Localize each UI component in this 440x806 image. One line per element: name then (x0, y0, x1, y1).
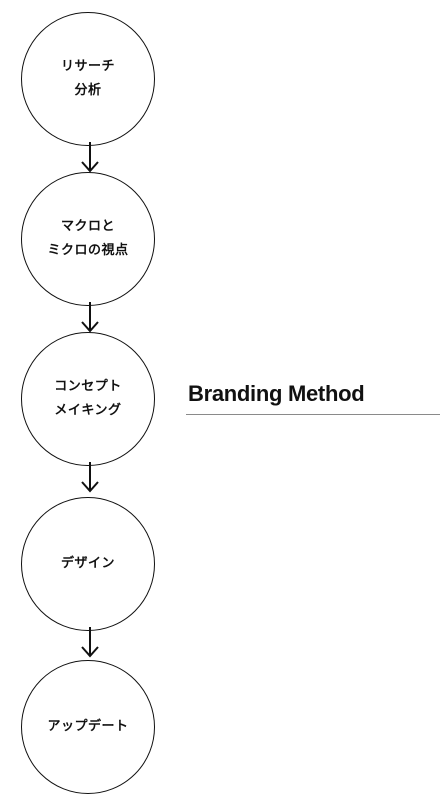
step-label: リサーチ 分析 (60, 59, 115, 98)
step-design: デザイン (21, 497, 155, 631)
step-concept-making: コンセプト メイキング (21, 332, 155, 466)
arrow-down-icon (80, 302, 100, 336)
step-label: デザイン (60, 556, 115, 571)
heading-underline (186, 414, 440, 415)
step-macro-micro: マクロと ミクロの視点 (21, 172, 155, 306)
page-title: Branding Method (188, 381, 365, 406)
arrow-down-icon (80, 627, 100, 661)
step-label: コンセプト メイキング (54, 379, 122, 418)
step-update: アップデート (21, 660, 155, 794)
step-label: マクロと ミクロの視点 (47, 219, 129, 258)
arrow-down-icon (80, 142, 100, 176)
heading-block: Branding Method (186, 378, 440, 415)
step-research: リサーチ 分析 (21, 12, 155, 146)
arrow-down-icon (80, 462, 100, 496)
step-label: アップデート (47, 719, 129, 734)
